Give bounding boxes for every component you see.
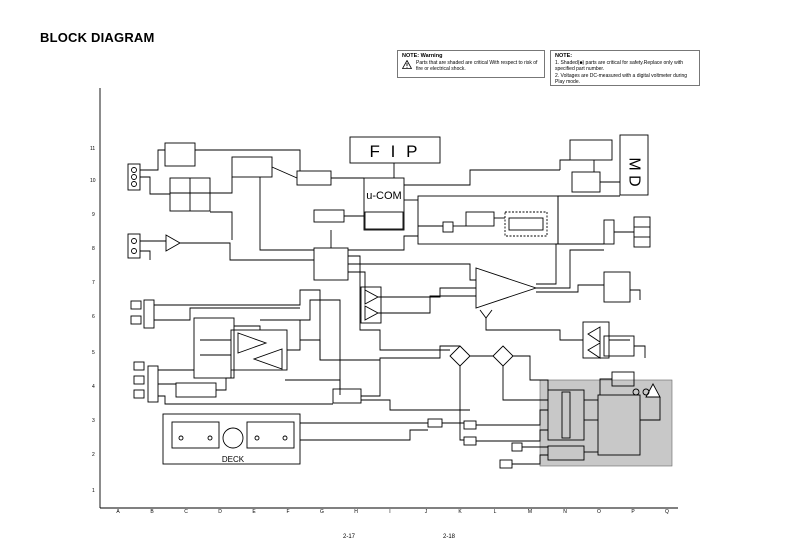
grid-column-label: L — [493, 509, 497, 515]
deck-block — [162, 413, 301, 465]
grid-row-label: 11 — [90, 146, 96, 152]
grid-column-label: I — [389, 509, 391, 515]
grid-row-label: 4 — [92, 384, 95, 390]
grid-column-label: M — [527, 509, 533, 515]
fip-block — [349, 136, 441, 164]
grid-column-label: E — [252, 509, 256, 515]
voltage-note-line1: 1. Shaded(■) parts are critical for safe… — [555, 59, 683, 73]
warning-triangle-icon — [402, 59, 412, 69]
grid-row-label: 2 — [92, 452, 95, 458]
page-number-right: 2-18 — [443, 534, 456, 540]
grid-column-label: O — [597, 509, 601, 515]
grid-row-label: 1 — [92, 488, 95, 494]
grid-column-label: A — [116, 509, 120, 515]
deck-label: DECK — [222, 455, 245, 464]
grid-row-label: 7 — [92, 280, 95, 286]
grid-column-label: P — [631, 509, 635, 515]
grid-row-label: 5 — [92, 350, 95, 356]
grid-column-label: J — [424, 509, 428, 515]
voltage-note-heading: NOTE: — [555, 53, 573, 59]
grid-column-label: N — [563, 509, 567, 515]
warning-note: NOTE: Warning Parts that are shaded are … — [397, 50, 545, 78]
grid-column-label: B — [150, 509, 154, 515]
voltage-note-line2: 2. Voltages are DC-measured with a digit… — [555, 72, 688, 86]
grid-column-label: H — [354, 509, 358, 515]
voltage-note: NOTE: 1. Shaded(■) parts are critical fo… — [550, 50, 700, 86]
md-block — [619, 134, 649, 196]
grid-row-label: 6 — [92, 314, 95, 320]
fip-label: F I P — [370, 142, 421, 161]
ucom-label: u-COM — [366, 190, 401, 202]
grid-row-label: 10 — [90, 178, 96, 184]
grid-row-label: 8 — [92, 246, 95, 252]
grid-column-label: F — [286, 509, 290, 515]
main-amp-symbol — [475, 267, 538, 309]
warning-note-heading: NOTE: Warning — [402, 53, 443, 59]
grid-column-label: D — [218, 509, 222, 515]
grid-column-label: Q — [665, 509, 669, 515]
ucom-block — [363, 177, 405, 231]
grid-column-label: C — [184, 509, 188, 515]
grid-row-label: 3 — [92, 418, 95, 424]
grid-column-label: G — [320, 509, 324, 515]
grid-column-label: K — [458, 509, 462, 515]
grid-column-axis: A B C D E F G H I J K L M N O P Q — [100, 509, 678, 517]
grid-row-label: 9 — [92, 212, 95, 218]
page-title: BLOCK DIAGRAM — [40, 30, 155, 45]
warning-note-text: Parts that are shaded are critical With … — [416, 59, 538, 73]
page-number-left: 2-17 — [343, 534, 356, 540]
md-label: M D — [626, 157, 643, 186]
